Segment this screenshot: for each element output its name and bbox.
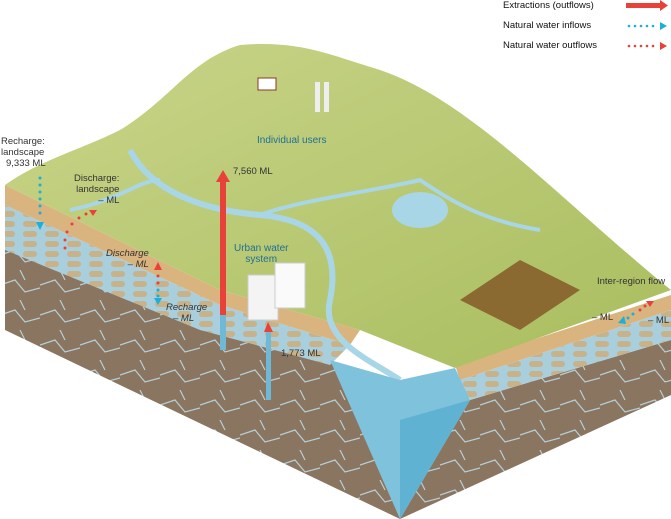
urban-value: 1,773 ML: [281, 348, 321, 359]
river-canyon-face: [400, 400, 470, 519]
soil-layer-right: [455, 295, 671, 380]
bedrock-layer-right: [400, 340, 671, 519]
house: [257, 77, 277, 91]
extraction-arrowhead: [264, 322, 273, 332]
legend-outflows-label: Natural water outflows: [503, 40, 597, 51]
recharge-landscape-value: 9,333 ML: [6, 158, 46, 169]
recharge-aquifer-label: Recharge – ML: [166, 302, 207, 324]
aquifer-flow-arrows: [154, 262, 162, 305]
label-line: Recharge:: [1, 136, 45, 147]
inter-region-arrows: [618, 301, 654, 324]
discharge-aquifer-label: Discharge – ML: [106, 248, 149, 270]
recharge-landscape-arrow: [36, 176, 44, 230]
river: [127, 148, 402, 383]
legend-extraction-arrowhead: [660, 0, 668, 11]
recharge-landscape-label: Recharge: landscape 9,333 ML: [1, 136, 46, 169]
recharge-aquifer-value: – ML: [173, 313, 195, 324]
legend-outflow-icon: [627, 42, 667, 50]
aquifer-layer-right: [460, 310, 671, 400]
label-line: Discharge:: [74, 173, 120, 184]
label-line: Recharge: [166, 302, 208, 313]
individual-users-label: Individual users: [257, 135, 327, 146]
legend-inflow-icon: [627, 22, 667, 30]
legend-extraction-icon: [626, 3, 662, 8]
bore-pipe: [220, 315, 226, 350]
factory-chimney: [324, 82, 329, 112]
discharge-aquifer-value: – ML: [127, 259, 149, 270]
label-line: Discharge: [106, 248, 149, 259]
urban-water-system-label: Urban water system: [234, 243, 288, 265]
urban-building: [274, 262, 306, 309]
inter-region-out-value: – ML: [648, 315, 670, 326]
legend-extractions-label: Extractions (outflows): [503, 0, 594, 11]
aquifer-layer: [5, 200, 350, 365]
extraction-arrowhead: [216, 170, 230, 182]
inter-region-in-value: – ML: [592, 312, 614, 323]
discharge-landscape-value: – ML: [98, 195, 120, 206]
inter-region-flow-label: Inter-region flow: [597, 276, 666, 287]
discharge-landscape-label: Discharge: landscape – ML: [74, 173, 119, 206]
dam-lake: [392, 192, 448, 228]
label-line: landscape: [1, 147, 45, 158]
river-branch: [69, 177, 541, 232]
factory-chimney: [315, 82, 320, 112]
bedrock-layer: [5, 240, 400, 519]
crop-field: [460, 260, 580, 330]
urban-building: [247, 274, 279, 321]
extraction-arrow-individual: [220, 180, 226, 320]
label-line: landscape: [76, 184, 120, 195]
label-line: Urban water: [234, 243, 289, 254]
individual-users-value: 7,560 ML: [233, 166, 273, 177]
discharge-landscape-arrow: [63, 210, 97, 250]
extraction-arrow-urban: [266, 330, 271, 400]
label-line: system: [245, 254, 278, 265]
legend-inflows-label: Natural water inflows: [503, 20, 592, 31]
